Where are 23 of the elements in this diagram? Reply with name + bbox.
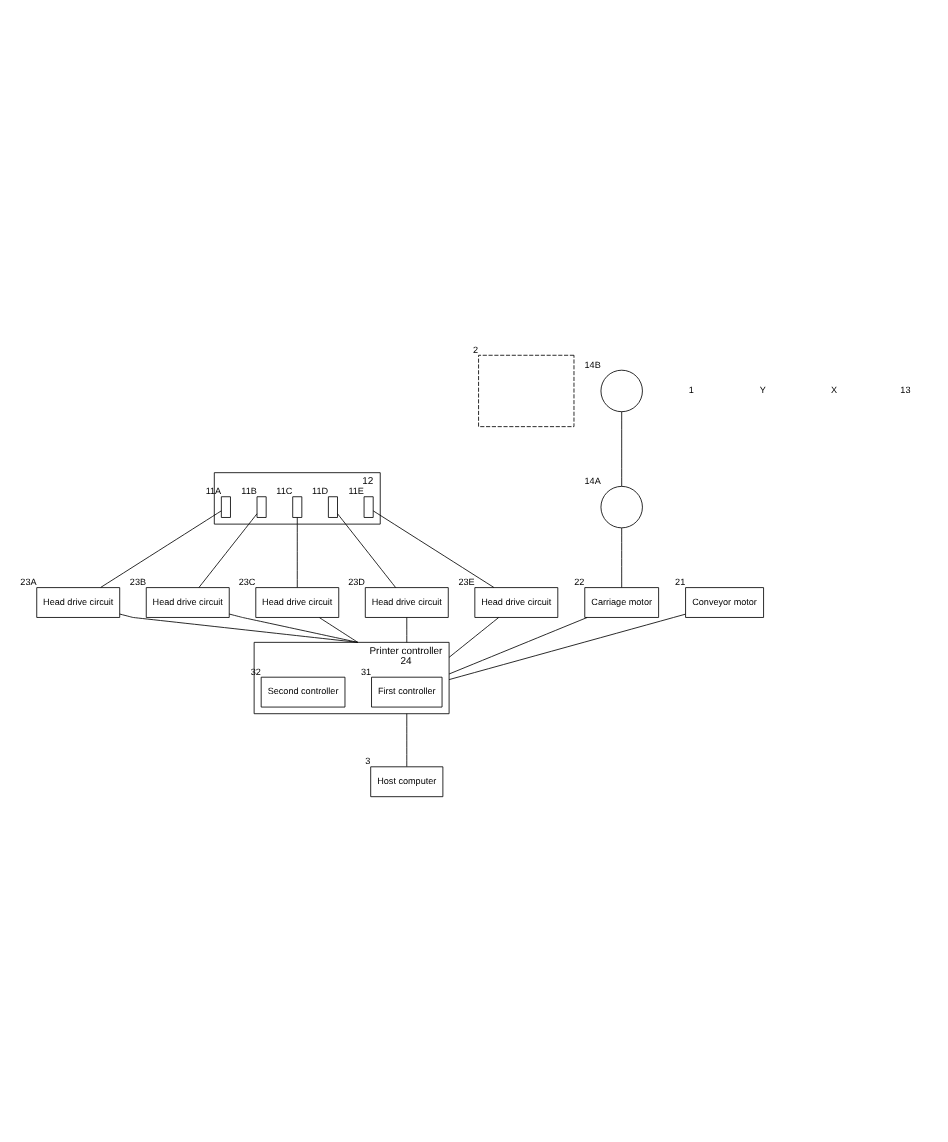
- connector: [296, 517, 298, 588]
- connector: [621, 411, 623, 487]
- node-box: [327, 496, 338, 518]
- connector: [448, 617, 588, 675]
- connector: [100, 510, 222, 588]
- connector: [198, 513, 258, 588]
- connector: [448, 613, 686, 680]
- connector: [337, 513, 397, 588]
- node-box: [292, 496, 303, 518]
- connector: [372, 510, 495, 588]
- connector: [448, 617, 500, 658]
- node-box: [363, 496, 374, 518]
- node-circle: [600, 485, 643, 529]
- node-box: [478, 354, 575, 428]
- connector: [228, 613, 359, 643]
- connector: [119, 613, 359, 643]
- connector: [621, 527, 623, 588]
- connector: [406, 713, 408, 767]
- connector: [319, 617, 359, 643]
- connector: [406, 617, 408, 643]
- node-box: [256, 496, 267, 518]
- node-box: [220, 496, 231, 518]
- node-circle: [600, 369, 643, 413]
